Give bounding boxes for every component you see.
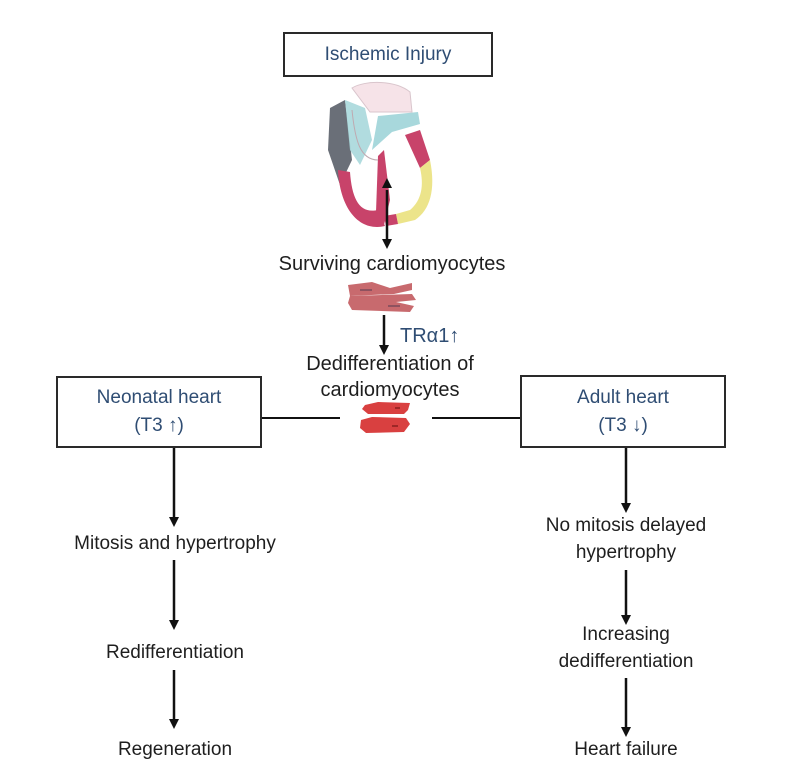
neonatal-heart-subtitle: (T3 ↑) [134,415,184,436]
neonatal-step-mitosis: Mitosis and hypertrophy [74,533,276,554]
adult-step-increasing-line1: Increasing [582,624,670,645]
ischemic-injury-box: Ischemic Injury [283,32,493,77]
adult-step-heart-failure: Heart failure [574,739,678,760]
heart-to-cells-arrow-icon [382,178,392,249]
surviving-cardiomyocytes-label: Surviving cardiomyocytes [278,253,506,275]
adult-heart-subtitle: (T3 ↓) [598,414,648,436]
dedifferentiation-label-line1: Dedifferentiation of [306,353,474,375]
neonatal-heart-box: Neonatal heart (T3 ↑) [56,376,262,448]
adult-step-no-mitosis-line2: hypertrophy [575,542,677,563]
tra1-marker-label: TRα1↑ [400,325,460,347]
adult-step-no-mitosis-line1: No mitosis delayed [545,515,707,536]
dedifferentiated-cells-icon [360,402,410,433]
dedifferentiation-label-line2: cardiomyocytes [320,379,460,401]
neonatal-step-redifferentiation: Redifferentiation [105,642,245,663]
adult-heart-title: Adult heart [577,386,669,408]
adult-step-increasing-line2: dedifferentiation [558,651,694,672]
ischemic-injury-label: Ischemic Injury [324,43,452,65]
heart-illustration-icon [328,81,433,227]
neonatal-heart-title: Neonatal heart [96,387,222,408]
neonatal-step-regeneration: Regeneration [117,739,233,760]
adult-heart-box: Adult heart (T3 ↓) [520,375,726,448]
surviving-cardiomyocyte-cells-icon [348,282,416,312]
